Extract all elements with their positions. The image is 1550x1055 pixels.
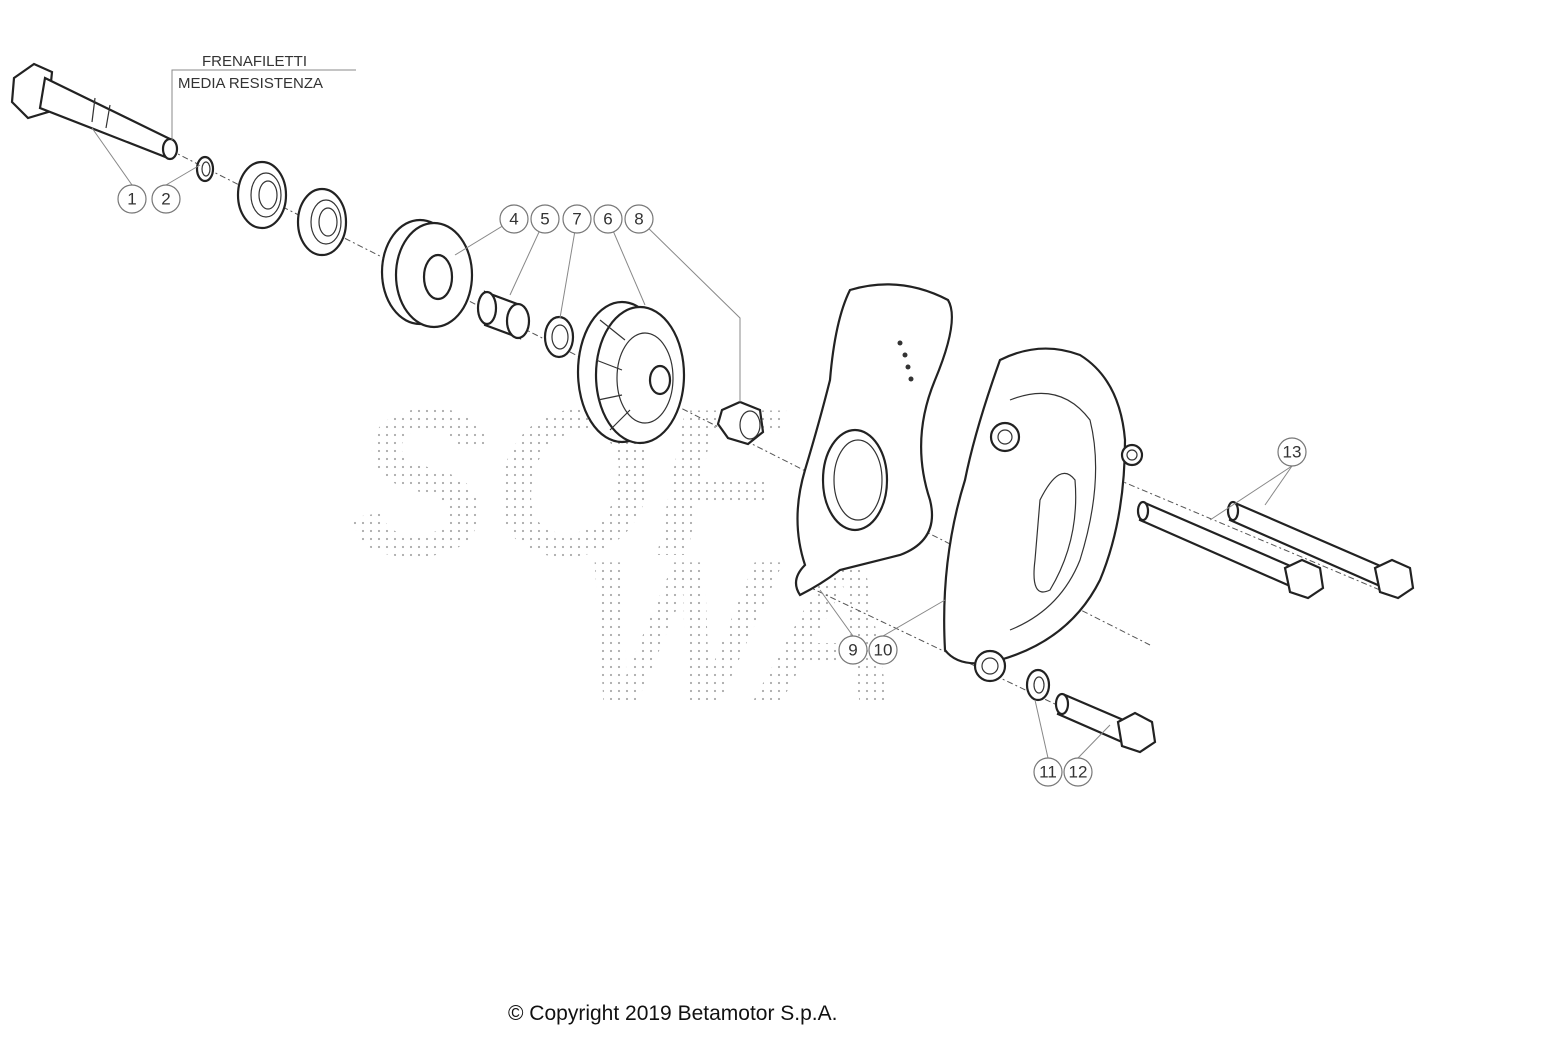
part-1-shaft[interactable] <box>10 62 179 161</box>
callout-1[interactable]: 1 <box>117 184 147 214</box>
callout-7[interactable]: 7 <box>562 204 592 234</box>
callout-11[interactable]: 11 <box>1033 757 1063 787</box>
svg-text:13: 13 <box>1283 443 1302 462</box>
callout-13[interactable]: 13 <box>1277 437 1307 467</box>
svg-text:12: 12 <box>1069 763 1088 782</box>
callout-6[interactable]: 6 <box>593 204 623 234</box>
callout-4[interactable]: 4 <box>499 204 529 234</box>
part-6-impeller[interactable] <box>576 300 686 445</box>
svg-text:6: 6 <box>603 210 612 229</box>
part-bearing-a[interactable] <box>236 160 288 230</box>
part-13-bolts[interactable] <box>1136 500 1415 600</box>
callout-9[interactable]: 9 <box>838 635 868 665</box>
svg-text:SOF: SOF <box>350 365 786 600</box>
svg-text:2: 2 <box>161 190 170 209</box>
part-7-washer[interactable] <box>543 315 575 359</box>
callout-5[interactable]: 5 <box>530 204 560 234</box>
svg-text:10: 10 <box>874 641 893 660</box>
part-4-seal[interactable] <box>380 218 474 329</box>
threadlocker-note: FRENAFILETTI MEDIA RESISTENZA <box>171 53 356 140</box>
svg-text:7: 7 <box>572 210 581 229</box>
assembly-axis-upper <box>999 429 1381 591</box>
part-5-bushing[interactable] <box>476 290 531 340</box>
callout-leaders <box>91 127 1293 759</box>
svg-text:FRENAFILETTI: FRENAFILETTI <box>202 53 307 70</box>
svg-text:1: 1 <box>127 190 136 209</box>
part-bearing-b[interactable] <box>296 187 348 257</box>
copyright-notice: © Copyright 2019 Betamotor S.p.A. <box>508 1002 838 1025</box>
svg-text:MEDIA RESISTENZA: MEDIA RESISTENZA <box>178 75 323 92</box>
svg-text:9: 9 <box>848 641 857 660</box>
svg-text:4: 4 <box>509 210 518 229</box>
callout-10[interactable]: 10 <box>868 635 898 665</box>
callout-12[interactable]: 12 <box>1063 757 1093 787</box>
part-8-nut[interactable] <box>716 400 765 446</box>
svg-text:8: 8 <box>634 210 643 229</box>
part-10-pump-cover[interactable] <box>943 347 1144 683</box>
part-12-bolt[interactable] <box>1054 692 1157 754</box>
part-9-gasket[interactable] <box>794 283 953 597</box>
svg-text:5: 5 <box>540 210 549 229</box>
part-11-washer[interactable] <box>1025 668 1051 702</box>
svg-text:11: 11 <box>1039 763 1057 782</box>
part-2-washer[interactable] <box>195 155 215 183</box>
callout-8[interactable]: 8 <box>624 204 654 234</box>
callout-2[interactable]: 2 <box>151 184 181 214</box>
